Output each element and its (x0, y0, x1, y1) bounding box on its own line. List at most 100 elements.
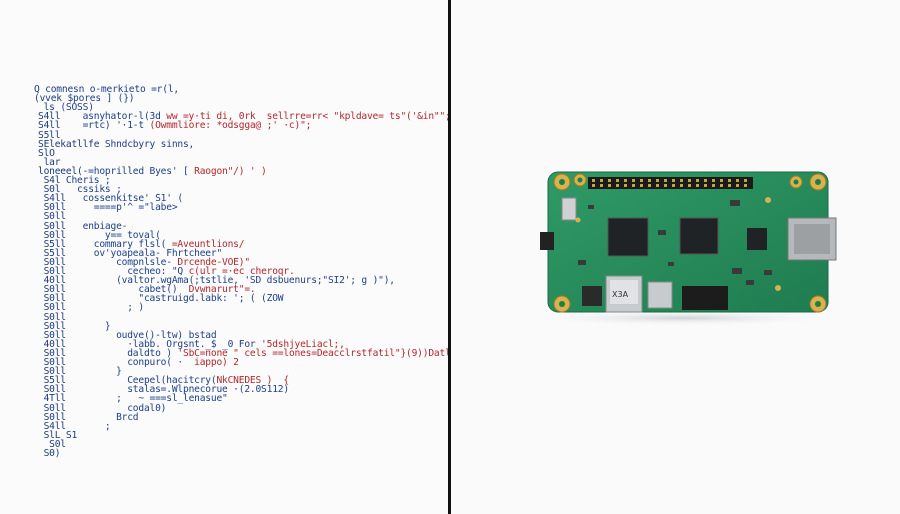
code-line: S0ll daldto ) 'SbC=none " cels ==lones=D… (38, 348, 462, 359)
code-line-text: cecheo: "Q (71, 266, 189, 277)
single-board-computer-image: X3A (523, 171, 838, 326)
code-line: S0ll cecheo: "Q c(ulr =·ec cheroqr. (38, 266, 295, 277)
code-line: S5ll commary flsl( =Aveuntlions/ (38, 238, 245, 250)
code-line: 40ll ·labb. Orgsnt._$ _0 For '5dshjyeLia… (38, 339, 345, 350)
code-line-text: Ceepel(hacitcry( (71, 375, 217, 387)
code-line-text: } (71, 320, 111, 332)
code-line: S0ll enbiage- (38, 220, 128, 232)
code-line-text: commary flsl( (71, 238, 172, 250)
code-line: SElekatllfe Shndcbyry sinns, (38, 139, 194, 150)
panel-divider (448, 0, 451, 514)
code-line-text: comnesn o-merkieto =r(l, (45, 84, 179, 95)
board-bottom-label: X3A (612, 290, 629, 299)
code-line: S0ll ====p'^ ="labe> (38, 202, 178, 214)
code-line-text: compnlsle- (71, 256, 178, 268)
code-line-text: "castruigd.labk: '; ( (ZOW (71, 293, 284, 305)
code-line: S0ll } (38, 366, 122, 377)
code-line-text: $pores ] (}) (67, 93, 135, 105)
code-line-text: (SOSS) (60, 102, 94, 114)
code-line-prefix: SlL S1 (38, 429, 78, 441)
code-line-prefix: S0l (38, 184, 66, 196)
code-line: S0ll y== toval( (38, 230, 161, 241)
code-line-text: } (71, 366, 122, 378)
code-line-prefix: S5ll (38, 247, 72, 259)
code-line: S0l (38, 439, 66, 450)
code-line-prefix: S4ll (38, 120, 83, 132)
code-line-highlight: Drcende-VOE)" (177, 256, 250, 268)
code-line-prefix: SlO (38, 147, 61, 159)
code-line: S0l cssiks ; (38, 184, 122, 195)
code-line-prefix: S0) (38, 448, 61, 459)
code-line-prefix: Q (34, 84, 46, 95)
code-line-highlight: NkCNEDES ) { (216, 375, 289, 387)
code-line-highlight: 5dshjyeLiacl;, (266, 338, 345, 350)
code-line: loneeel(-=hoprilled Byes' [ Raogon"/) ' … (38, 166, 267, 177)
code-block: Q comnesn o-merkieto =r(l,(vvek $pores ]… (0, 84, 479, 464)
code-line-text: daldto ) (71, 347, 178, 359)
code-line: S0ll codal0) (38, 402, 167, 414)
code-line-text: conpuro( · (71, 357, 195, 368)
code-line-text: =rtc) '·1-t (82, 120, 150, 132)
code-line: S0ll stalas=.Wlpnecorue ·(2.0S112) (38, 384, 290, 396)
code-line: S0ll "castruigd.labk: '; ( (ZOW (38, 293, 284, 305)
code-line-highlight: c(ulr =·ec cheroqr. (188, 266, 295, 277)
code-line-prefix: S0ll (38, 202, 72, 214)
code-line: S0ll } (38, 321, 111, 332)
code-line-prefix: SElekatllfe (38, 138, 105, 150)
code-line-text: (valtor.wgAma(;tstlie, 'SD dsbuenurs;"SI… (71, 275, 395, 287)
code-line-prefix: S0ll (38, 311, 72, 323)
code-line-prefix: S5ll (38, 238, 72, 250)
code-line-text: ·labb. Orgsnt._$ _0 For ' (71, 338, 267, 350)
code-line: (vvek $pores ] (}) (34, 93, 135, 105)
code-line: 4Tll ; ~ ===sl_lenasue" (38, 393, 228, 404)
code-line: ls (SOSS) (38, 102, 94, 113)
code-line: 40ll (valtor.wgAma(;tstlie, 'SD dsbuenur… (38, 275, 396, 287)
code-line-prefix: S0ll (38, 220, 72, 232)
code-line-prefix: S0ll (38, 402, 72, 414)
code-line: S4ll =rtc) '·1-t (Owmmliore: *odsgga@ ;'… (38, 120, 311, 131)
board-panel: X3A (452, 0, 900, 514)
code-line: S5ll (38, 130, 66, 141)
code-line-highlight: Raogon"/) ' ) (194, 165, 267, 177)
code-line-prefix: S4ll (38, 193, 72, 205)
code-line-text: ====p'^ ="labe> (71, 202, 178, 214)
code-line: SlO (38, 148, 60, 159)
code-line: Q comnesn o-merkieto =r(l, (34, 84, 179, 95)
code-line-text: cabet() (71, 284, 189, 296)
code-line-prefix: S0ll (38, 211, 72, 223)
code-line-text: ; ) (71, 302, 144, 314)
code-line-prefix: S0ll (38, 266, 72, 277)
code-line: S4ll cossenkitse' S1' ( (38, 193, 184, 205)
code-line-prefix: S0ll (38, 302, 72, 314)
code-line-prefix: S4ll (38, 420, 72, 432)
code-line-text: hoprilled Byes' [ (93, 165, 195, 177)
code-line-prefix: S4l (38, 175, 66, 186)
code-line-prefix: loneeel(-= (38, 165, 94, 177)
code-line: S4ll ; (38, 421, 111, 432)
code-line-text: y== toval( (71, 229, 161, 241)
code-line-text: cssiks ; (65, 184, 122, 196)
code-line-highlight: iappo) 2 (194, 357, 239, 368)
code-line-text: enbiage- (71, 220, 128, 232)
code-line-text: Shndcbyry sinns, (104, 138, 195, 150)
code-line: S0ll compnlsle- Drcende-VOE)" (38, 256, 251, 268)
code-line-prefix: S0ll (38, 229, 72, 241)
code-line-prefix: S0ll (38, 366, 72, 378)
code-line-prefix: S0l (38, 438, 66, 450)
code-line: S5ll Ceepel(hacitcry(NkCNEDES ) { (38, 375, 290, 387)
code-panel: Q comnesn o-merkieto =r(l,(vvek $pores ]… (0, 0, 479, 514)
code-line-prefix: S5ll (38, 375, 72, 387)
code-line-highlight: 'SbC=none " cels ==lones=Deacclrstfatil"… (177, 347, 462, 359)
code-line: S0ll (38, 211, 71, 222)
code-line-prefix: S0ll (38, 347, 72, 359)
code-line-prefix: S0ll (38, 384, 72, 396)
code-line-text: oudve()-ltw) bstad (71, 329, 217, 341)
code-line: lar (38, 157, 61, 168)
code-line-text: cossenkitse' S1' ( (71, 193, 184, 205)
code-line-prefix: S0ll (38, 329, 72, 341)
code-line-highlight: ww =y·ti di, 0rk sellrre=rr< "kpldave= t… (166, 111, 479, 123)
code-line: S4l Cheris ; (38, 175, 111, 186)
code-line: S4ll asnyhator-l(3d ww =y·ti di, 0rk sel… (38, 111, 479, 122)
code-line-prefix: S0ll (38, 411, 72, 423)
code-line: SlL S1 (38, 429, 78, 441)
